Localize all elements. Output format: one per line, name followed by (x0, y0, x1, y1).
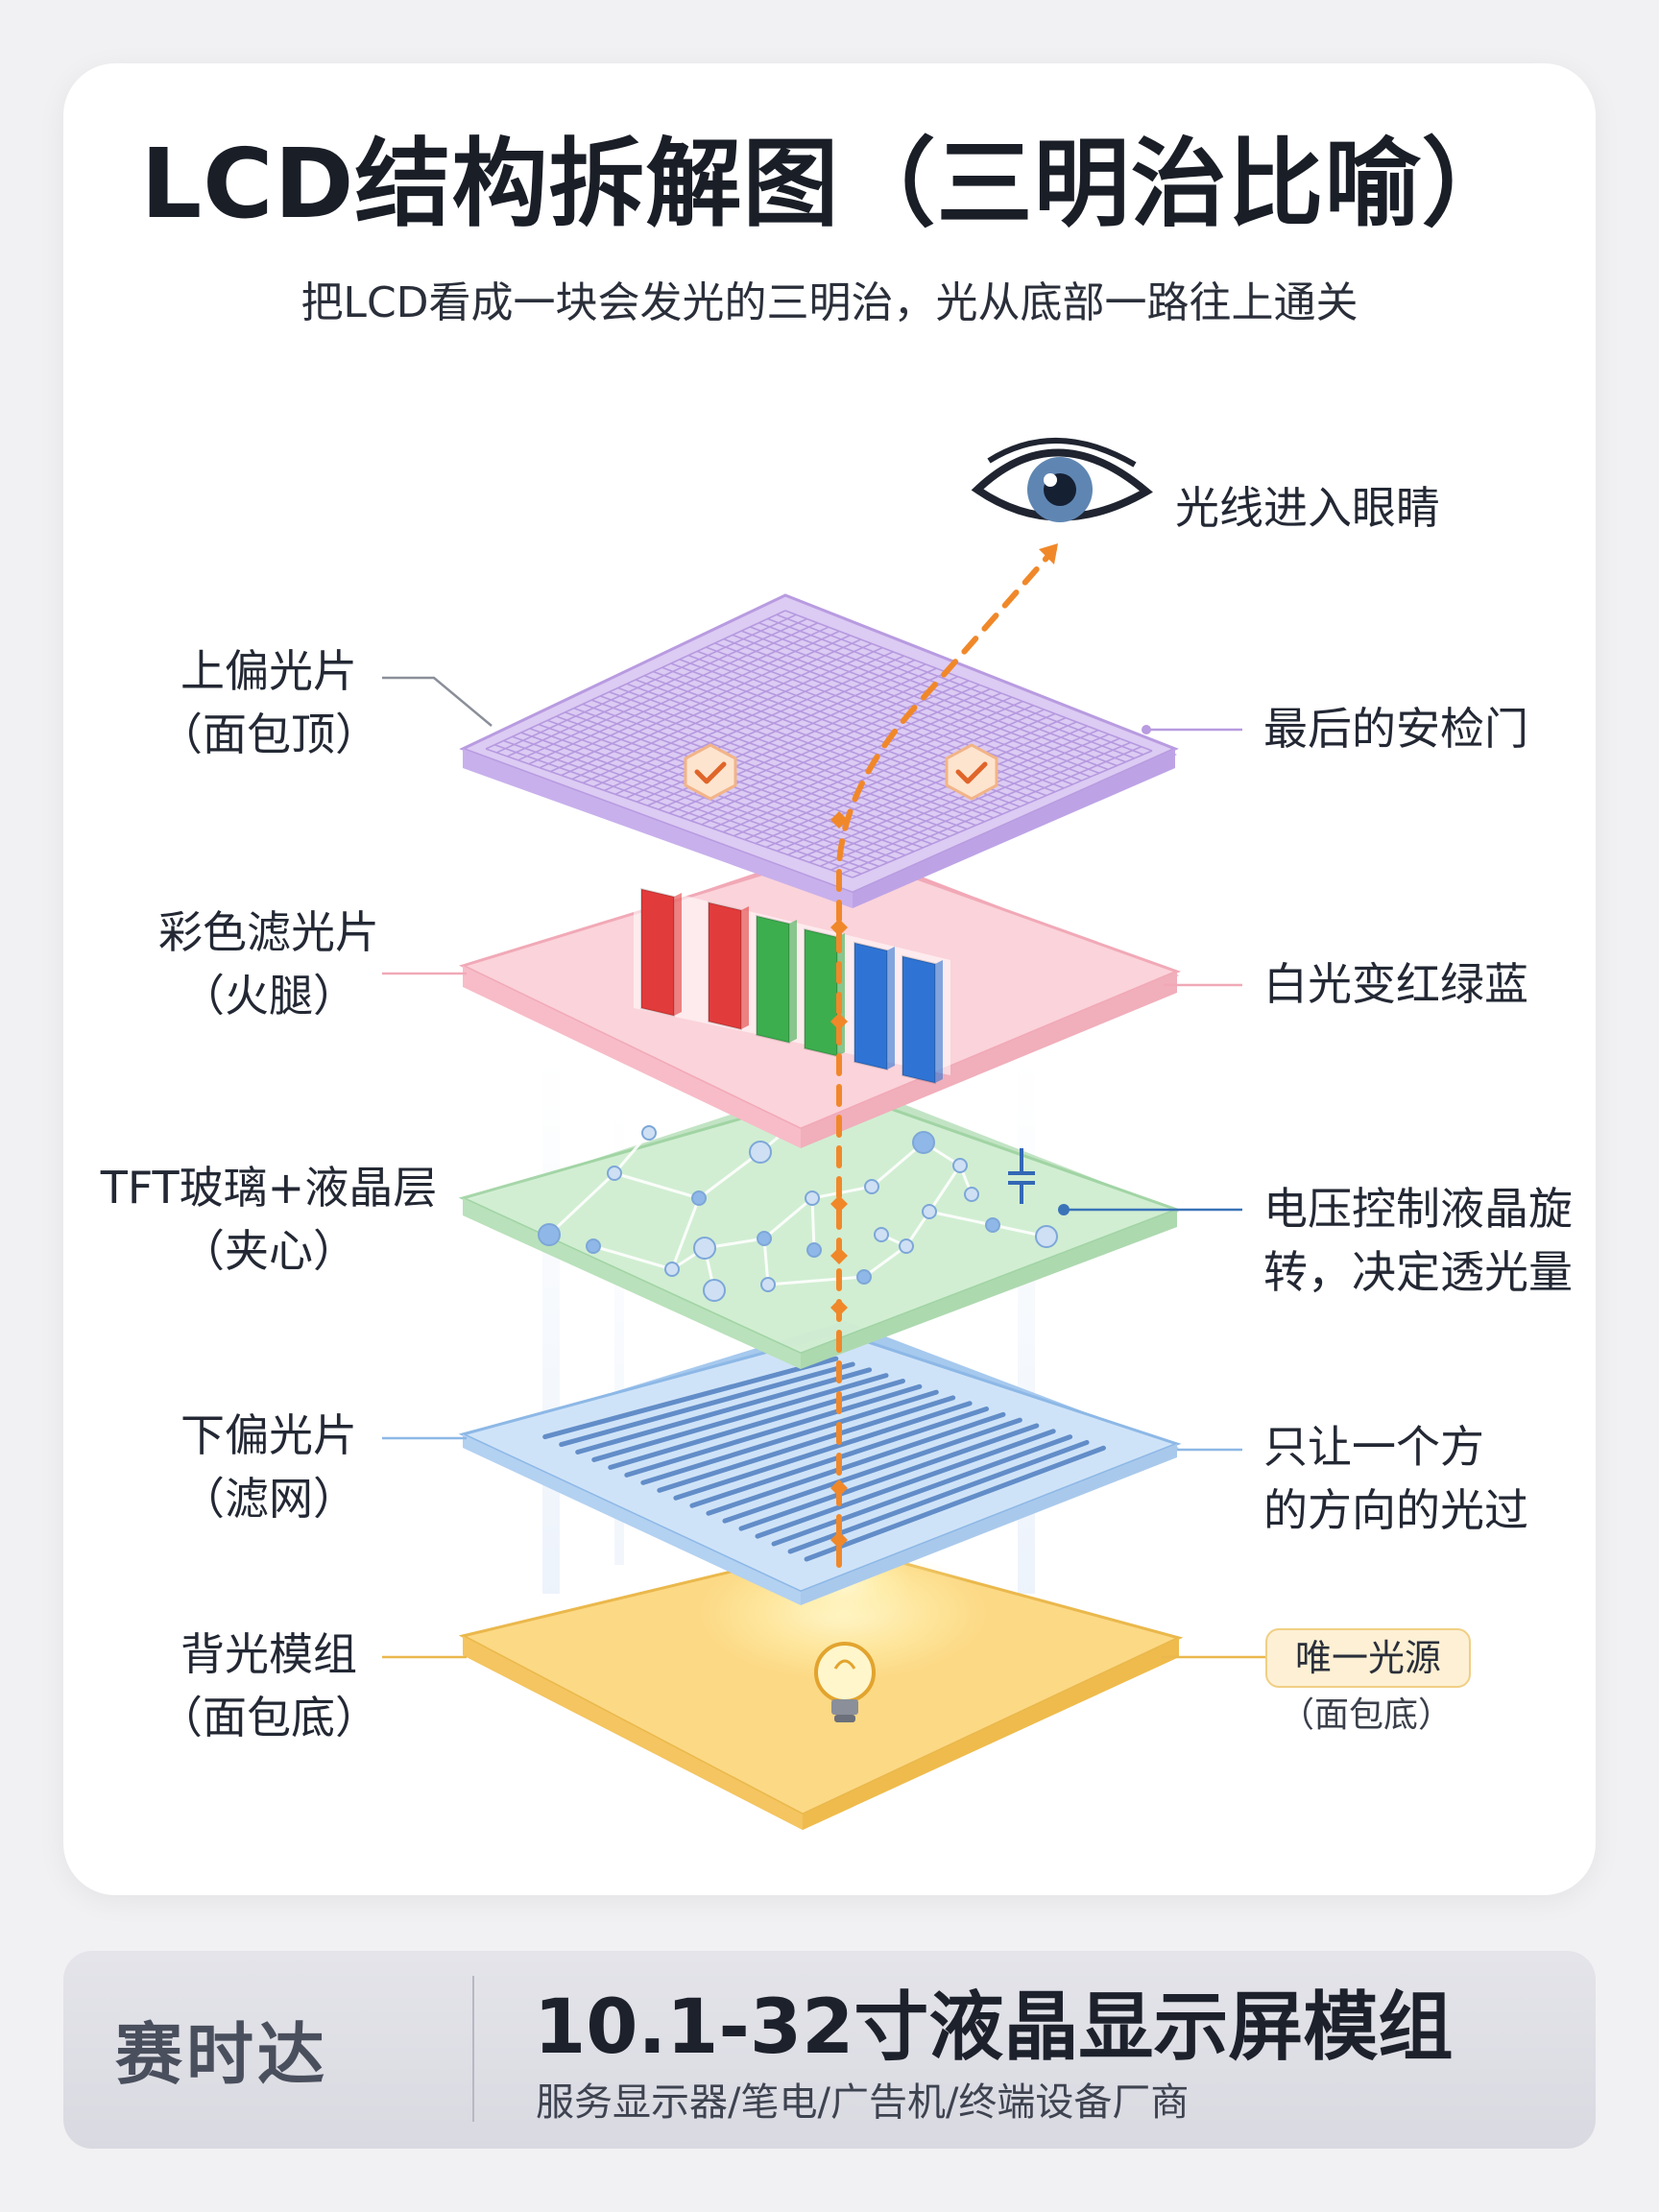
desc-line: 只让一个方 (1263, 1421, 1484, 1473)
bottom-polarizer-layer (458, 1321, 1182, 1605)
layer-metaphor: （面包底） (158, 1692, 379, 1743)
check-badge-icon (684, 743, 998, 801)
color-filter-label: 彩色滤光片 （火腿） (115, 901, 422, 1027)
backlight-label: 背光模组 （面包底） (134, 1623, 403, 1749)
light-source-badge-sub: （面包底） (1279, 1695, 1453, 1735)
layer-name: 背光模组 (180, 1628, 357, 1680)
layer-metaphor: （滤网） (180, 1473, 357, 1525)
layer-metaphor: （面包顶） (158, 709, 379, 760)
product-title: 10.1-32寸液晶显示屏模组 (534, 1984, 1454, 2071)
color-filter-layer (458, 845, 1182, 1148)
color-filter-desc: 白光变红绿蓝 (1263, 958, 1528, 1010)
leader-lines (382, 676, 1265, 1659)
desc-line: 转，决定透光量 (1263, 1246, 1573, 1298)
brand-name: 赛时达 (115, 2015, 328, 2094)
bottom-polarizer-label: 下偏光片 （滤网） (134, 1404, 403, 1530)
tft-lc-desc: 电压控制液晶旋 转，决定透光量 (1263, 1177, 1573, 1304)
layer-name: 下偏光片 (180, 1409, 357, 1461)
footer-divider (472, 1976, 474, 2122)
layer-name: TFT玻璃+液晶层 (100, 1162, 438, 1214)
top-polarizer-layer (459, 593, 1179, 908)
desc-line: 的方向的光过 (1263, 1484, 1528, 1536)
eye-label: 光线进入眼睛 (1175, 482, 1440, 534)
bottom-polarizer-desc: 只让一个方 的方向的光过 (1263, 1415, 1528, 1542)
top-polarizer-desc: 最后的安检门 (1263, 703, 1528, 755)
footer-banner (63, 1951, 1596, 2149)
tft-lc-layer (458, 1079, 1182, 1369)
light-source-badge: 唯一光源 (1265, 1628, 1471, 1688)
tft-lc-label: TFT玻璃+液晶层 （夹心） (86, 1156, 451, 1283)
top-polarizer-label: 上偏光片 （面包顶） (134, 639, 403, 766)
client-list: 服务显示器/笔电/广告机/终端设备厂商 (536, 2080, 1190, 2125)
page-title: LCD结构拆解图（三明治比喻） (140, 128, 1519, 240)
desc-line: 电压控制液晶旋 (1263, 1183, 1573, 1235)
page-subtitle: 把LCD看成一块会发光的三明治，光从底部一路往上通关 (301, 278, 1358, 327)
layer-name: 上偏光片 (180, 645, 357, 697)
layer-metaphor: （火腿） (180, 970, 357, 1022)
layer-name: 彩色滤光片 (158, 906, 379, 958)
layer-metaphor: （夹心） (180, 1225, 357, 1277)
light-path-arrow (830, 543, 1058, 1568)
capacitor-icon (1008, 1148, 1035, 1204)
eye-icon (971, 438, 1153, 522)
